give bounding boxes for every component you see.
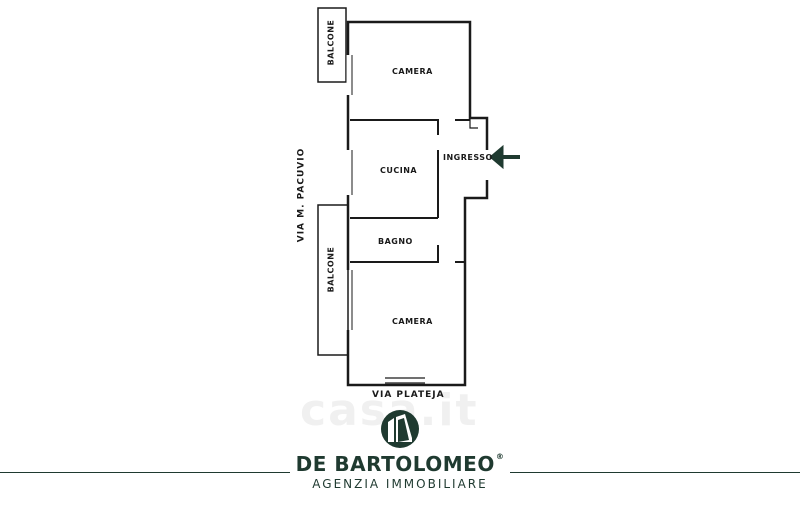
balcony-bottom-outline <box>317 204 349 356</box>
divider-left <box>0 472 290 473</box>
street-label-left: VIA M. PACUVIO <box>296 147 307 243</box>
registered-mark: ® <box>495 452 505 461</box>
room-label-cucina: CUCINA <box>380 166 418 175</box>
room-label-bagno: BAGNO <box>378 237 413 246</box>
apartment-outline <box>346 20 489 387</box>
brand-name: DE BARTOLOMEO® <box>0 452 800 476</box>
street-label-bottom: VIA PLATEJA <box>372 390 445 400</box>
room-label-balcone-bottom: BALCONE <box>326 246 336 293</box>
room-label-camera-top: CAMERA <box>392 67 433 76</box>
balcony-top-outline <box>317 7 347 83</box>
brand-name-text: DE BARTOLOMEO <box>295 452 495 476</box>
brand-tagline: AGENZIA IMMOBILIARE <box>312 477 488 491</box>
building-logo-icon <box>381 410 419 448</box>
divider-right <box>510 472 800 473</box>
arrow-left-icon <box>489 144 520 170</box>
room-label-balcone-top: BALCONE <box>326 19 336 66</box>
room-label-ingresso: INGRESSO <box>443 153 493 162</box>
room-label-camera-bottom: CAMERA <box>392 317 433 326</box>
